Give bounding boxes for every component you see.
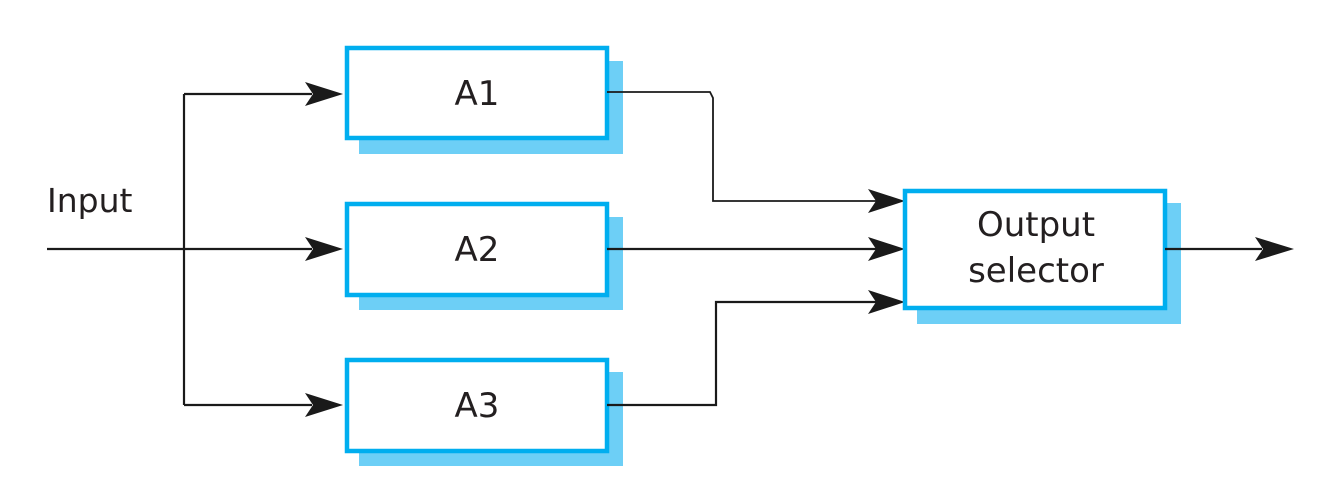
node-output-selector: Output selector	[902, 188, 1181, 324]
node-a3-label: A3	[455, 386, 500, 426]
a1-to-selector-line	[607, 91, 876, 202]
node-output-selector-label-line1: Output	[977, 205, 1095, 245]
node-a1-label: A1	[455, 74, 500, 114]
input-label: Input	[47, 181, 133, 220]
node-a2-box	[344, 201, 610, 298]
node-a3-box	[344, 357, 610, 454]
node-a1: A1	[344, 45, 623, 154]
output-connector	[1165, 237, 1294, 261]
node-a2: A2	[344, 201, 623, 310]
node-output-selector-box	[902, 188, 1168, 311]
arrow-a3-to-selector	[868, 290, 905, 314]
node-output-selector-label-line2: selector	[968, 251, 1104, 291]
node-a2-label: A2	[455, 230, 500, 270]
arrow-output	[1255, 237, 1294, 261]
input-connectors	[47, 82, 343, 417]
arrow-a2-to-selector	[868, 237, 905, 261]
arrow-to-a1	[305, 82, 343, 106]
node-a3: A3	[344, 357, 623, 466]
selector-connectors	[607, 91, 905, 407]
arrow-to-a2	[305, 237, 343, 261]
arrow-a1-to-selector	[868, 189, 905, 213]
node-a1-box	[344, 45, 610, 141]
a3-to-selector-line	[607, 300, 876, 407]
arrow-to-a3	[305, 393, 343, 417]
